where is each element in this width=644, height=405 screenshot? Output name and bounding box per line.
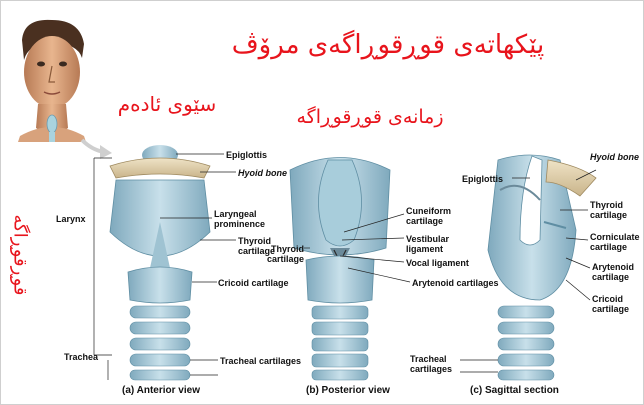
caption-anterior: (a) Anterior view — [122, 385, 200, 396]
label-hyoid-a: Hyoid bone — [238, 168, 287, 178]
caption-sagittal: (c) Sagittal section — [470, 385, 559, 396]
label-tracheal-cartilages-a: Tracheal cartilages — [220, 356, 301, 366]
side-label: قوڕقوڕاگە — [10, 216, 31, 296]
label-thyroid-b: Thyroid cartilage — [254, 244, 304, 264]
posterior-view — [290, 158, 390, 381]
caption-posterior: (b) Posterior view — [306, 385, 390, 396]
face-photo — [7, 20, 95, 142]
label-arytenoid-b: Arytenoid cartilages — [412, 278, 499, 288]
label-hyoid-c: Hyoid bone — [590, 152, 639, 162]
label-larynx: Larynx — [56, 214, 86, 224]
main-title: پێکهاتەی قوڕقوڕاگەی مرۆڤ — [206, 30, 570, 60]
label-trachea: Trachea — [64, 352, 98, 362]
label-cricoid-a: Cricoid cartilage — [218, 278, 289, 288]
label-cuneiform: Cuneiform cartilage — [406, 206, 451, 226]
label-epiglottis-a: Epiglottis — [226, 150, 267, 160]
label-vocal-ligament: Vocal ligament — [406, 258, 469, 268]
label-vestibular: Vestibular ligament — [406, 234, 449, 254]
voice-box-label: زمانەی قوڕقوڕاگە — [270, 106, 470, 128]
label-cricoid-c: Cricoid cartilage — [592, 294, 629, 314]
label-tracheal-cartilages-c: Tracheal cartilages — [410, 354, 452, 374]
label-laryngeal-prominence: Laryngeal prominence — [214, 209, 265, 229]
label-corniculate: Corniculate cartilage — [590, 232, 640, 252]
anterior-view — [110, 145, 210, 380]
label-epiglottis-c: Epiglottis — [462, 174, 503, 184]
sagittal-view — [488, 155, 596, 380]
adams-apple-label: سێوی ئادەم — [92, 92, 242, 116]
label-thyroid-c: Thyroid cartilage — [590, 200, 627, 220]
label-arytenoid-c: Arytenoid cartilage — [592, 262, 634, 282]
